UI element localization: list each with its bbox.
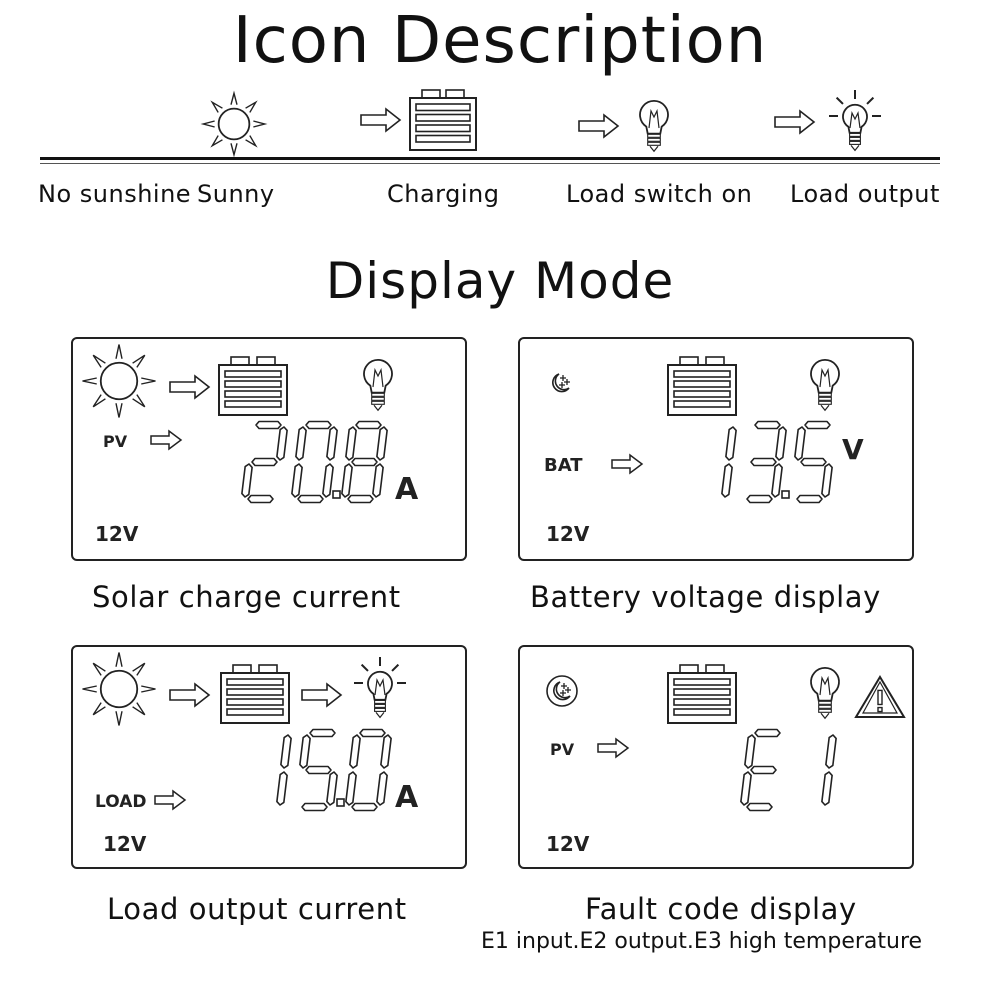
arrow-icon (578, 113, 620, 139)
unit-text: V (842, 433, 864, 466)
bulb-icon (639, 100, 669, 153)
bat-label-text: BAT (544, 455, 583, 476)
legend-load-switch-on: Load switch on (566, 180, 753, 208)
sun-icon (82, 652, 156, 726)
system-voltage-text: 12V (546, 832, 590, 856)
moon-icon (552, 373, 570, 393)
system-voltage-label: 12V (95, 522, 139, 546)
caption-battery-voltage-display: Battery voltage display (530, 580, 881, 614)
icon-description-title: Icon Description (232, 4, 768, 78)
unit-text: A (395, 780, 419, 815)
sun-icon (82, 344, 156, 418)
caption-fault-code-display: Fault code display (585, 892, 857, 926)
battery-icon (409, 89, 477, 151)
lcd-panel-solar-charge: PV A 12V (71, 337, 467, 561)
seven-segment-readout (276, 728, 392, 812)
bulb-icon (363, 359, 393, 412)
arrow-icon (169, 682, 211, 708)
arrow-icon (360, 107, 402, 133)
warning-icon (854, 675, 906, 718)
lcd-panel-battery-voltage: BAT V 12V (518, 337, 914, 561)
load-label-text: LOAD (95, 792, 147, 812)
battery-icon (667, 356, 737, 416)
system-voltage-text: 12V (546, 522, 590, 546)
lcd-panel-load-output: LOAD A 12V (71, 645, 467, 869)
arrow-icon (774, 109, 816, 135)
legend-charging: Charging (387, 180, 500, 208)
battery-icon (218, 356, 288, 416)
battery-icon (220, 664, 290, 724)
lcd-panel-fault-code: PV 12V (518, 645, 914, 869)
caption-solar-charge-current: Solar charge current (92, 580, 401, 614)
bat-label: BAT (544, 453, 644, 476)
fault-code-legend: E1 input.E2 output.E3 high temperature (481, 929, 923, 954)
legend-load-output: Load output (790, 180, 940, 208)
display-mode-title: Display Mode (325, 252, 675, 310)
legend-sunny: Sunny (197, 180, 275, 208)
seven-segment-readout (241, 420, 388, 504)
arrow-icon (169, 374, 211, 400)
system-voltage-label: 12V (546, 832, 590, 856)
load-label: LOAD (95, 789, 187, 812)
bulb-icon (810, 667, 840, 720)
caption-load-output-current: Load output current (107, 892, 407, 926)
unit-label: V (842, 433, 864, 466)
seven-segment-readout (740, 728, 837, 812)
system-voltage-label: 12V (546, 522, 590, 546)
bulb-glow-icon (829, 90, 881, 152)
moon-icon (546, 675, 578, 707)
divider-line-thin (40, 163, 940, 164)
seven-segment-readout (721, 420, 833, 504)
battery-icon (667, 664, 737, 724)
bulb-glow-icon (354, 657, 406, 719)
sun-icon (200, 90, 268, 158)
system-voltage-text: 12V (103, 832, 147, 856)
pv-label-text: PV (103, 432, 128, 451)
system-voltage-label: 12V (103, 832, 147, 856)
unit-label: A (395, 780, 419, 815)
arrow-icon (301, 682, 343, 708)
divider-line (40, 157, 940, 160)
bulb-icon (810, 359, 840, 412)
unit-text: A (395, 472, 419, 507)
legend-no-sunshine: No sunshine (38, 180, 192, 208)
pv-label-text: PV (550, 740, 575, 759)
pv-label: PV (550, 737, 630, 759)
pv-label: PV (103, 429, 183, 451)
unit-label: A (395, 472, 419, 507)
system-voltage-text: 12V (95, 522, 139, 546)
